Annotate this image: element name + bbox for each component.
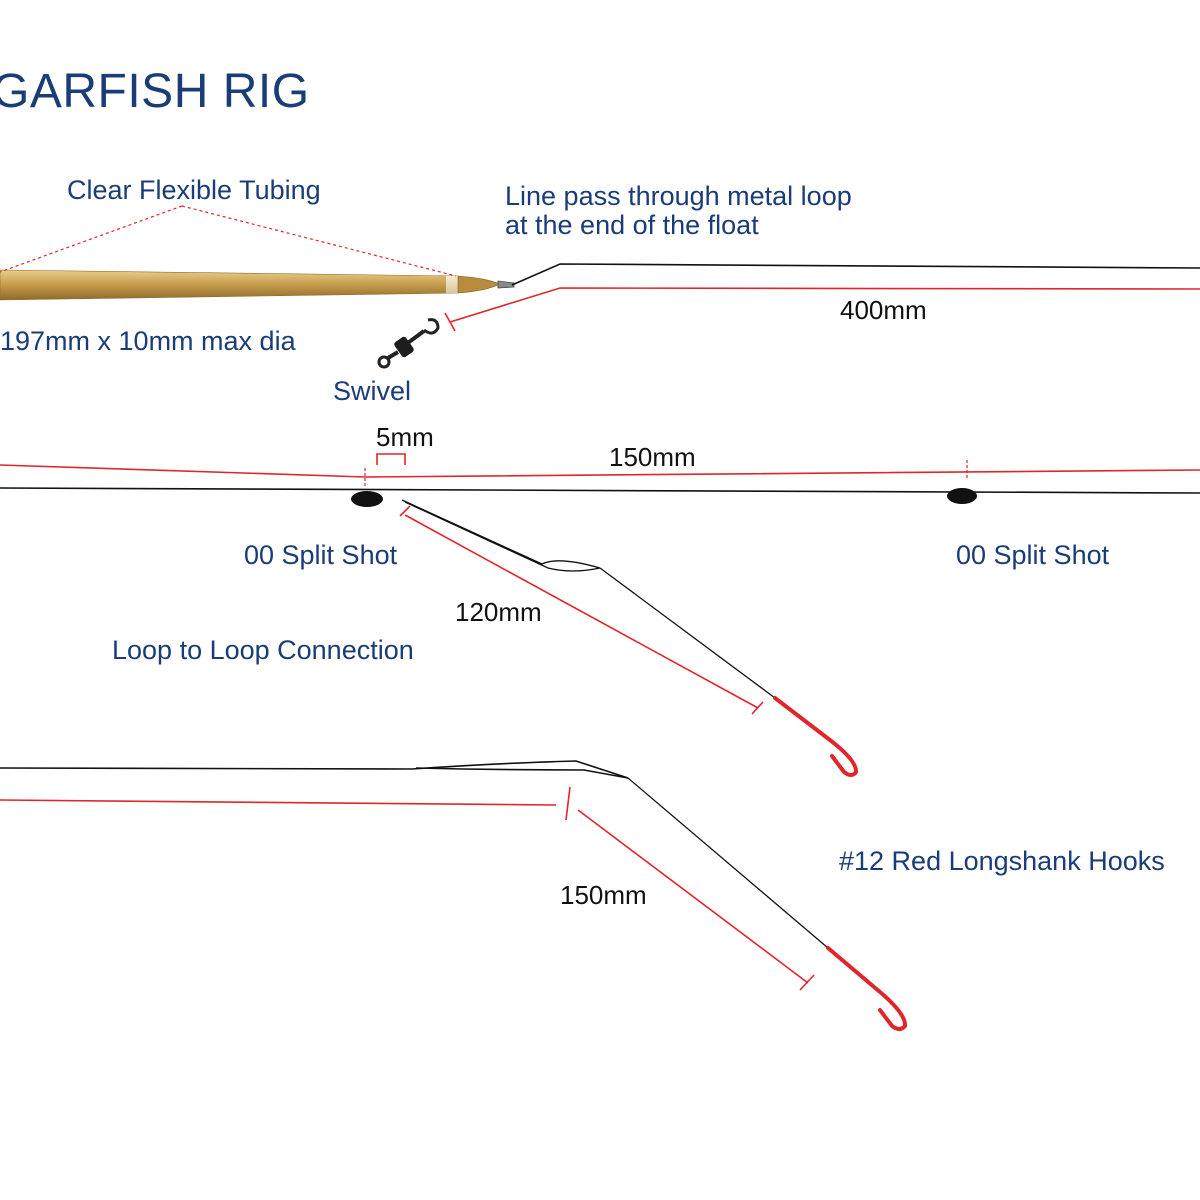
dimension-150mm-lower <box>577 809 815 991</box>
dimension-400mm <box>444 287 1200 332</box>
dimension-5mm-bracket <box>376 453 406 465</box>
hooks-label: #12 Red Longshank Hooks <box>839 846 1165 876</box>
upper-dropper-line <box>401 499 776 699</box>
split-shot-right-label: 00 Split Shot <box>956 540 1110 570</box>
main-line-middle <box>0 487 1200 494</box>
swivel-label: Swivel <box>333 376 412 406</box>
split-shot-icon <box>947 488 977 504</box>
lower-dropper-measurement: 150mm <box>560 880 647 910</box>
lower-main-line <box>0 760 629 779</box>
split-shot-icon <box>351 491 383 507</box>
dimension-120mm <box>399 505 764 715</box>
loop-connection-label: Loop to Loop Connection <box>112 635 414 665</box>
tubing-label: Clear Flexible Tubing <box>67 175 321 205</box>
leader-measurement: 400mm <box>840 295 927 325</box>
float-size-label: 197mm x 10mm max dia <box>0 326 296 356</box>
dimension-line-middle <box>0 464 1200 478</box>
hook-icon <box>826 946 907 1031</box>
hook-icon <box>773 696 858 777</box>
dimension-ticks-middle <box>364 460 968 487</box>
shot-gap-measurement: 5mm <box>376 422 434 452</box>
line-pass-label-1: Line pass through metal loop <box>505 181 852 211</box>
upper-dropper-measurement: 120mm <box>455 597 542 627</box>
tubing-pointer-lines <box>0 205 457 277</box>
shot-spacing-measurement: 150mm <box>609 442 696 472</box>
main-line-upper <box>511 263 1200 286</box>
float-icon <box>0 269 515 301</box>
dimension-lower-line <box>0 786 571 821</box>
page-title: GARFISH RIG <box>0 65 310 118</box>
lower-dropper-line <box>627 777 829 949</box>
split-shot-left-label: 00 Split Shot <box>244 540 398 570</box>
line-pass-label-2: at the end of the float <box>505 210 759 240</box>
swivel-icon <box>377 318 440 369</box>
